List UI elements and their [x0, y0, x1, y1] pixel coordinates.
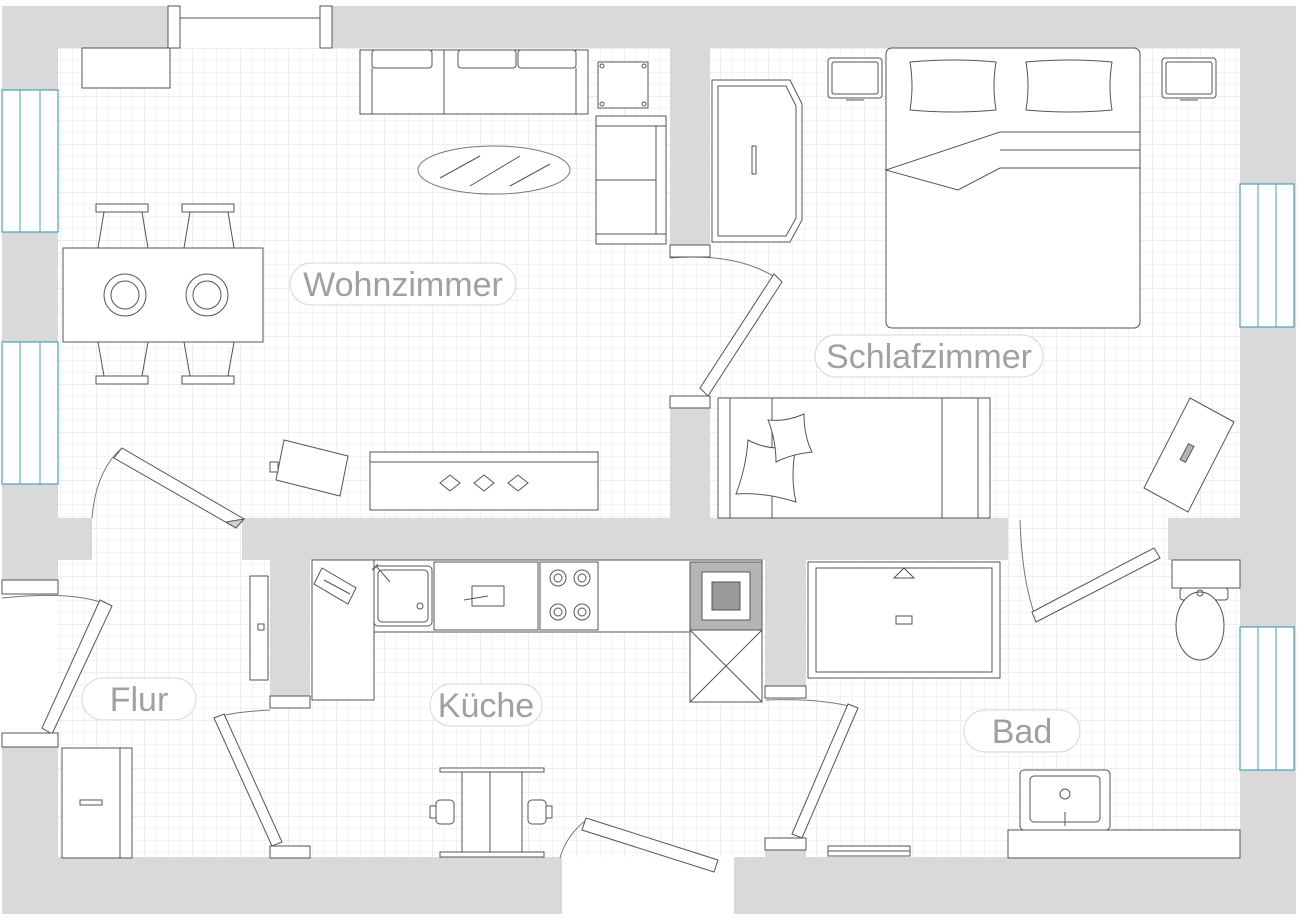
bath-radiator [827, 845, 911, 857]
desk [1143, 397, 1235, 513]
window-schlafzimmer [1239, 183, 1295, 328]
tv-bench [369, 451, 599, 511]
kitchen-counter [311, 559, 763, 703]
bad-doorway [1008, 518, 1168, 560]
bistro-table [429, 767, 553, 858]
balcony-opening [180, 6, 320, 48]
room-name-flur: Flur [110, 681, 169, 719]
room-name-bad: Bad [992, 713, 1053, 751]
double-bed [884, 47, 1141, 329]
wardrobe [711, 79, 803, 243]
window-wohnzimmer-bottom [1, 341, 59, 485]
bathtub [807, 561, 1001, 679]
room-name-schlafzimmer: Schlafzimmer [826, 338, 1032, 376]
flur-doorway [92, 518, 242, 560]
entrance-door [1, 579, 113, 748]
window-bad [1239, 626, 1295, 771]
label-wohnzimmer: Wohnzimmer [289, 262, 517, 306]
label-schlafzimmer: Schlafzimmer [814, 334, 1044, 378]
door-kueche-bad [764, 685, 859, 851]
label-flur: Flur [81, 677, 197, 721]
door-schlafzimmer [669, 244, 783, 409]
kueche-flur-doorway [270, 700, 310, 850]
label-kueche: Küche [429, 683, 543, 727]
sofa-top [359, 49, 589, 115]
toilet [1171, 559, 1241, 661]
side-table [597, 61, 649, 109]
window-wohnzimmer-top [1, 89, 59, 233]
sofa-bed [717, 397, 991, 519]
room-name-kueche: Küche [438, 687, 534, 725]
rug-oval [417, 145, 571, 195]
nightstand-left [827, 57, 883, 101]
armchair-small [269, 439, 349, 497]
door-wohnzimmer [91, 447, 246, 529]
entrance-opening [2, 593, 58, 733]
shoe-cabinet [61, 747, 133, 859]
wohnzimmer-doorway [670, 245, 710, 405]
door-bad [1019, 519, 1161, 623]
washbasin [1007, 769, 1241, 859]
armchair [595, 115, 667, 245]
label-bad: Bad [963, 709, 1081, 753]
room-name-wohnzimmer: Wohnzimmer [303, 266, 503, 304]
coat-rack [249, 575, 269, 681]
kueche-bad-doorway [765, 690, 806, 840]
dining-table [62, 203, 264, 385]
door-flur-kueche [213, 695, 311, 859]
balcony-door-frame [167, 5, 333, 49]
door-kueche-exit [559, 817, 719, 873]
sideboard [81, 47, 171, 89]
nightstand-right [1161, 57, 1217, 101]
